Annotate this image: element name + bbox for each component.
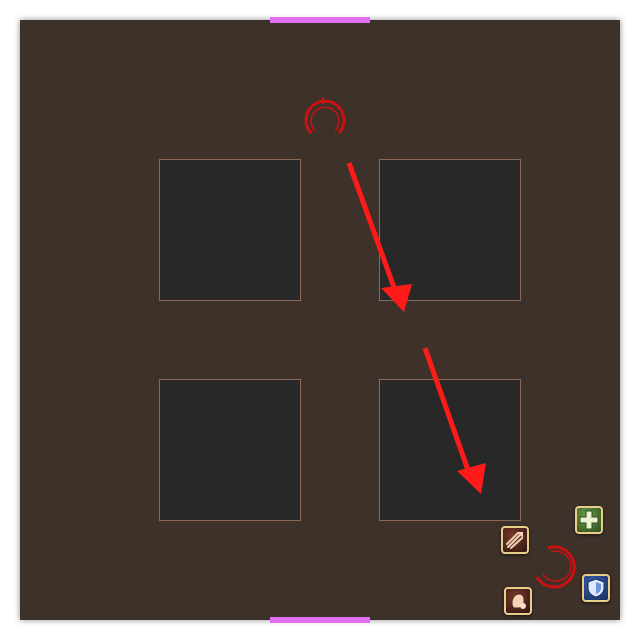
ranged-dps-icon	[501, 526, 529, 554]
tile-south-east	[379, 379, 521, 521]
wall-marker-bottom	[270, 617, 370, 623]
arrow-second	[422, 347, 486, 494]
ring-marker-bottom-right	[535, 545, 576, 589]
wall-marker-top	[270, 17, 370, 23]
healer-icon	[575, 506, 603, 534]
tile-south-west	[159, 379, 301, 521]
tank-icon	[582, 574, 610, 602]
tile-north-east	[379, 159, 521, 301]
arrow-first	[346, 162, 412, 312]
arena-floor	[20, 20, 620, 620]
tile-north-west	[159, 159, 301, 301]
ring-marker-top	[304, 97, 346, 135]
melee-dps-icon	[504, 587, 532, 615]
